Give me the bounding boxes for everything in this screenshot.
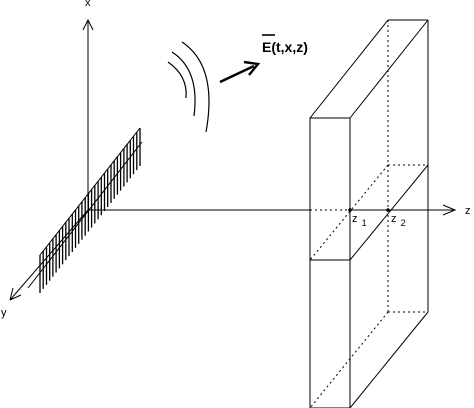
wavefront-arc-1	[167, 61, 187, 99]
slab-front-face	[309, 117, 351, 408]
z2-marker: z 2	[386, 208, 406, 228]
x-axis: x	[82, 0, 94, 210]
field-label: E(t,x,z)	[262, 39, 308, 55]
wavefront-arc-3	[181, 41, 210, 133]
z2-letter: z	[391, 213, 397, 225]
z1-letter: z	[352, 213, 358, 225]
svg-text:z 1: z 1	[352, 213, 367, 228]
z1-marker: z 1	[348, 208, 367, 228]
x-axis-label: x	[85, 0, 91, 9]
field-arrow	[219, 60, 261, 84]
z1-index: 1	[362, 218, 367, 228]
antenna-array	[27, 127, 143, 293]
z2-index: 2	[401, 218, 406, 228]
z-axis-label: z	[465, 205, 471, 217]
slab	[309, 19, 429, 408]
z-axis: z	[88, 204, 471, 217]
wavefront-arc-2	[171, 51, 196, 117]
y-axis-label: y	[1, 307, 7, 319]
wavefronts	[167, 41, 210, 133]
svg-text:z 2: z 2	[391, 213, 406, 228]
